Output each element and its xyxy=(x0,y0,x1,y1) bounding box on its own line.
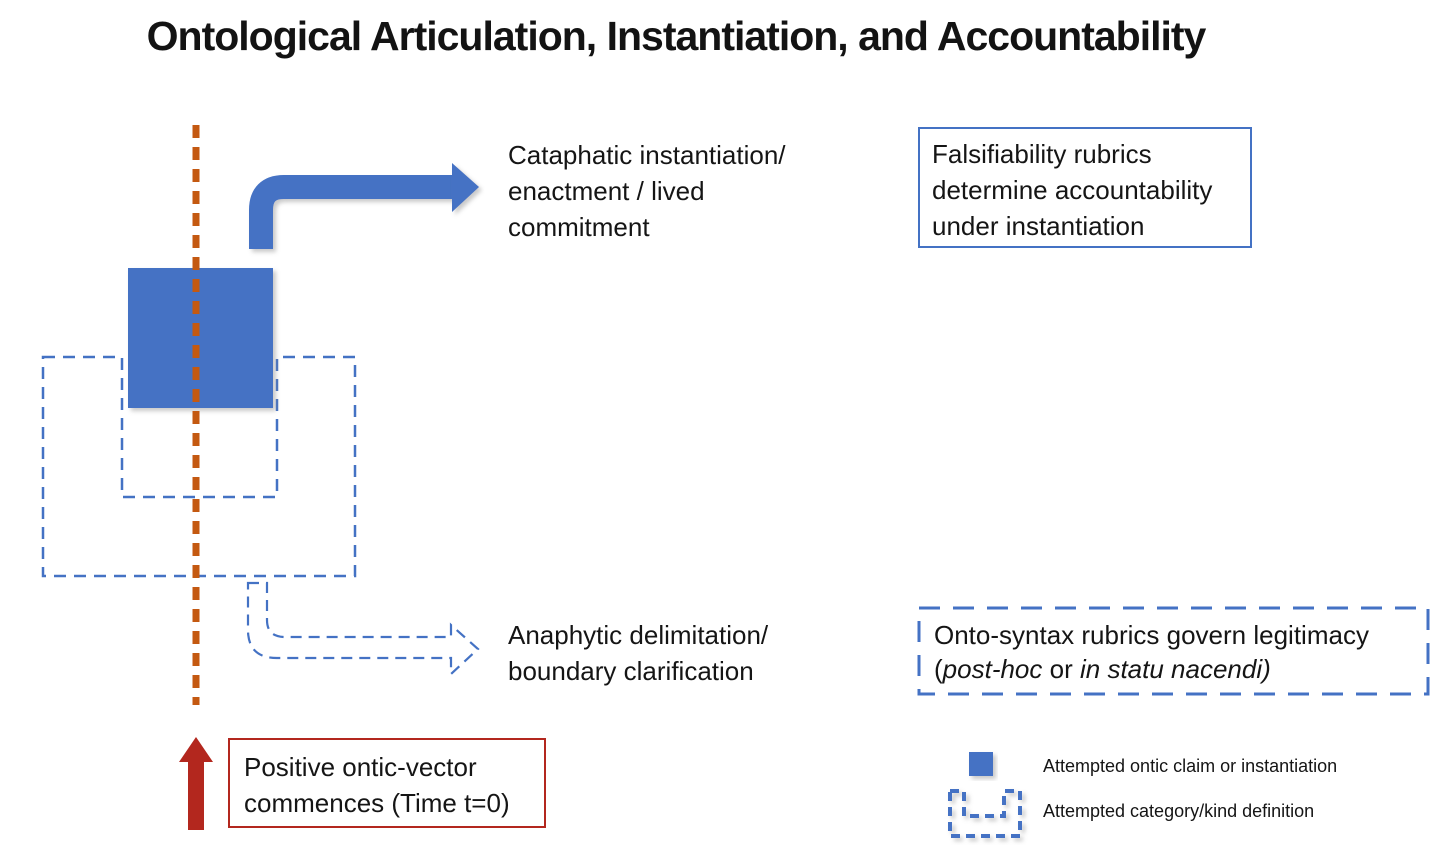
origin-note-box: Positive ontic-vector commences (Time t=… xyxy=(228,738,546,828)
ontosyntax-box-border xyxy=(917,606,1430,696)
ontosyntax-or: or xyxy=(1042,654,1080,684)
slide-title: Ontological Articulation, Instantiation,… xyxy=(146,13,1207,59)
legend-label-category-definition: Attempted category/kind definition xyxy=(1043,801,1315,821)
ontosyntax-note: Onto-syntax rubrics govern legitimacy (p… xyxy=(934,618,1414,686)
ontosyntax-italic-instatu: in statu nacendi) xyxy=(1079,654,1271,684)
cataphatic-arrow-head xyxy=(452,163,479,212)
category-outline-shape xyxy=(41,355,357,578)
ontosyntax-paren: ( xyxy=(934,654,943,684)
legend-blue-filled-square-icon xyxy=(969,752,993,776)
anaphytic-label: Anaphytic delimitation/ boundary clarifi… xyxy=(508,620,769,686)
falsifiability-note-box: Falsifiability rubrics determine account… xyxy=(918,127,1252,248)
cataphatic-label: Cataphatic instantiation/ enactment / li… xyxy=(508,140,786,242)
origin-arrow xyxy=(179,737,213,830)
cataphatic-arrow-shaft xyxy=(249,175,452,249)
legend-label-ontic-claim: Attempted ontic claim or instantiation xyxy=(1043,756,1338,776)
ontic-claim-square xyxy=(128,268,273,408)
ontosyntax-italic-posthoc: post-hoc xyxy=(942,654,1043,684)
anaphytic-arrow-outline xyxy=(246,581,480,677)
ontosyntax-note-line1: Onto-syntax rubrics govern legitimacy xyxy=(934,620,1369,650)
ontosyntax-note-line2: (post-hoc or in statu nacendi) xyxy=(934,652,1414,686)
legend-dashed-category-outline-icon xyxy=(948,789,1022,838)
